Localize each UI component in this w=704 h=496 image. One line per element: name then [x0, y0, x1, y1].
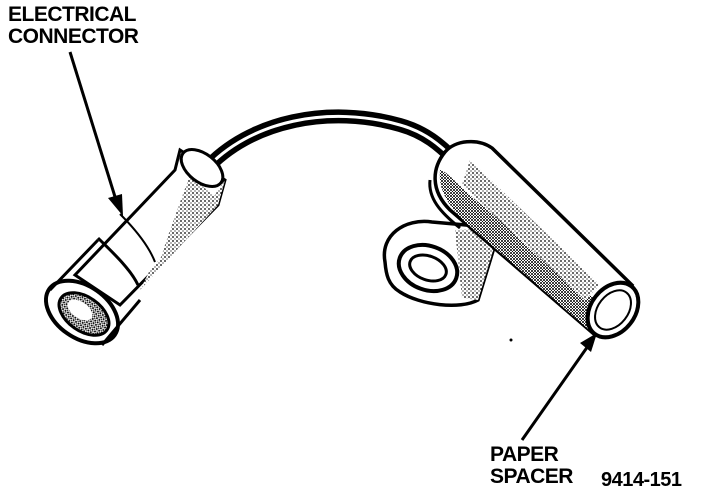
mounting-bracket: [382, 219, 503, 307]
connector-leader-arrow: [68, 51, 123, 216]
electrical-connector: [43, 147, 227, 346]
electrical-connector-label-line1: ELECTRICAL: [8, 3, 137, 26]
paper-spacer-label: PAPER SPACER: [490, 443, 573, 489]
sensor-body: [428, 139, 641, 340]
paper-spacer-label-line2: SPACER: [490, 465, 573, 489]
stray-dot: [509, 338, 513, 342]
paper-spacer: [594, 289, 632, 331]
sensor-cable: [198, 109, 462, 179]
paper-spacer-label-line1: PAPER: [490, 443, 559, 466]
electrical-connector-label: ELECTRICAL CONNECTOR: [8, 3, 139, 49]
spacer-leader-arrow: [520, 333, 597, 441]
figure-number: 9414-151: [601, 469, 682, 491]
electrical-connector-label-line2: CONNECTOR: [8, 25, 139, 49]
